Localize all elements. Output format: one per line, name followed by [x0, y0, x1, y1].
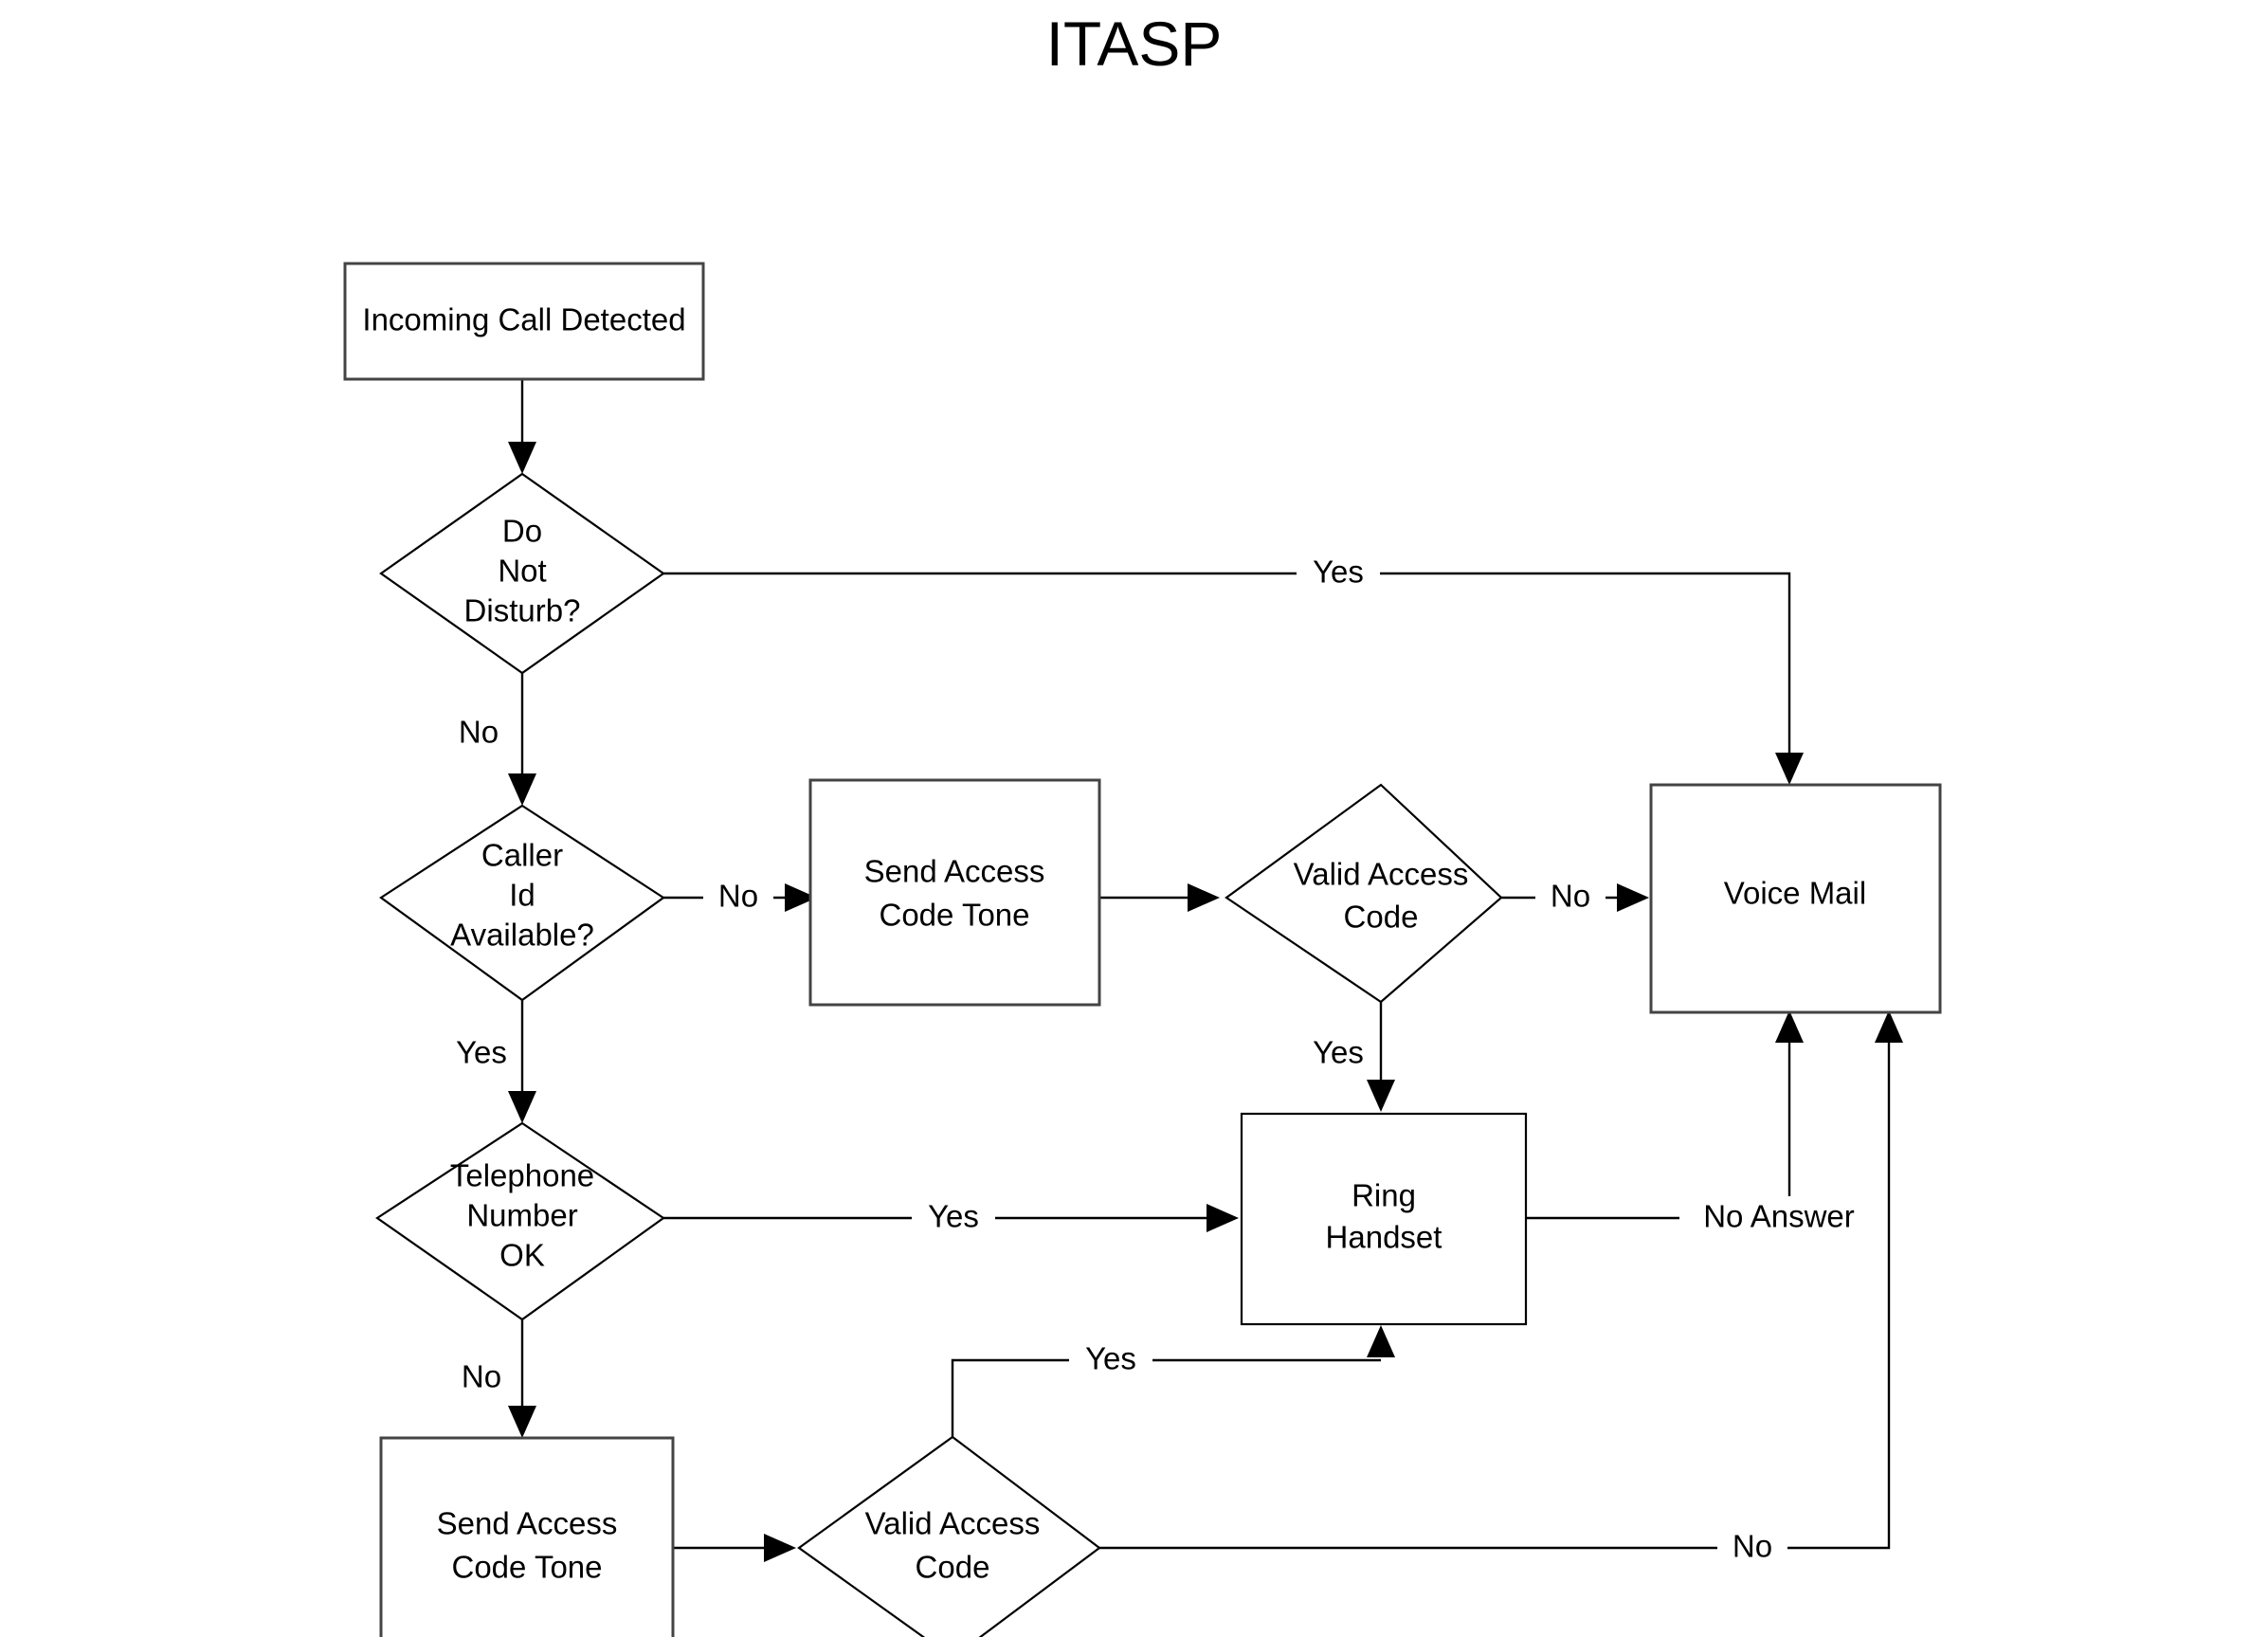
- edge-label-telok-no: No: [462, 1359, 501, 1394]
- edge-label-callerid-yes: Yes: [456, 1035, 507, 1070]
- page-title: ITASP: [1045, 9, 1223, 79]
- node-label-voicemail: Voice Mail: [1724, 876, 1866, 911]
- edge-telok-no-to-sendtonebottom: No: [462, 1319, 536, 1438]
- node-label-sendtonebottom-2: Code Tone: [451, 1550, 602, 1585]
- node-valid-access-code-mid[interactable]: Valid Access Code: [1225, 783, 1503, 1004]
- node-label-dnd-2: Not: [498, 554, 546, 589]
- node-label-telok-1: Telephone: [450, 1158, 594, 1193]
- node-label-callerid-1: Caller: [481, 838, 563, 873]
- edge-label-dnd-yes: Yes: [1313, 555, 1364, 590]
- node-incoming-call-detected[interactable]: Incoming Call Detected: [343, 262, 705, 381]
- node-telephone-number-ok[interactable]: Telephone Number OK: [375, 1121, 665, 1321]
- edge-label-ring-no-answer: No Answer: [1703, 1199, 1855, 1234]
- node-label-validbottom-1: Valid Access: [865, 1506, 1041, 1541]
- node-label-dnd-1: Do: [502, 514, 542, 549]
- node-ring-handset[interactable]: Ring Handset: [1240, 1112, 1528, 1326]
- edge-label-bg: [1535, 876, 1606, 919]
- edge-sendtonemid-to-validmid: [1099, 883, 1220, 912]
- edge-label-validmid-no: No: [1551, 879, 1590, 914]
- edge-validmid-yes-to-ringhandset: Yes: [1313, 1002, 1395, 1112]
- node-label-sendtonebottom-1: Send Access: [437, 1506, 618, 1541]
- node-label-sendtonemid-1: Send Access: [864, 854, 1045, 889]
- node-send-access-code-tone-mid[interactable]: Send Access Code Tone: [808, 778, 1101, 1007]
- edge-label-telok-yes: Yes: [928, 1199, 979, 1234]
- edge-label-validmid-yes: Yes: [1313, 1035, 1364, 1070]
- edge-ringhandset-noanswer-to-voicemail: No Answer: [1526, 1010, 1878, 1240]
- edge-label-dnd-no: No: [459, 715, 499, 750]
- node-label-sendtonemid-2: Code Tone: [879, 898, 1029, 933]
- edge-label-bg: [1679, 1196, 1878, 1240]
- edge-telok-yes-to-ringhandset: Yes: [663, 1196, 1239, 1240]
- node-label-incoming-call: Incoming Call Detected: [362, 302, 685, 337]
- node-label-dnd-3: Disturb?: [464, 593, 581, 628]
- node-voice-mail[interactable]: Voice Mail: [1649, 783, 1942, 1014]
- edge-label-bg: [703, 876, 773, 919]
- edge-label-validbottom-yes: Yes: [1085, 1341, 1136, 1376]
- edge-label-bg: [1297, 552, 1380, 595]
- node-send-access-code-tone-bottom[interactable]: Send Access Code Tone: [379, 1436, 675, 1637]
- node-label-validmid-1: Valid Access: [1294, 857, 1469, 892]
- edge-callerid-no-to-sendtone: No: [663, 876, 817, 919]
- node-label-telok-2: Number: [466, 1198, 577, 1233]
- edge-sendtonebottom-to-validbottom: [673, 1534, 796, 1562]
- node-label-callerid-3: Available?: [450, 918, 594, 953]
- node-label-validbottom-2: Code: [916, 1550, 990, 1585]
- edge-validbottom-no-to-voicemail: No: [1099, 1010, 1903, 1570]
- edge-validmid-no-to-voicemail: No: [1501, 876, 1649, 919]
- edge-label-bg: [1069, 1338, 1152, 1382]
- edge-label-bg: [1717, 1526, 1787, 1570]
- node-caller-id-available[interactable]: Caller Id Available?: [379, 804, 665, 1002]
- node-valid-access-code-bottom[interactable]: Valid Access Code: [797, 1435, 1101, 1637]
- node-label-telok-3: OK: [499, 1238, 545, 1273]
- edge-label-validbottom-no: No: [1733, 1529, 1772, 1564]
- node-do-not-disturb[interactable]: Do Not Disturb?: [379, 472, 665, 675]
- node-label-callerid-2: Id: [509, 878, 535, 913]
- edge-label-bg: [912, 1196, 995, 1240]
- edge-label-callerid-no: No: [718, 879, 758, 914]
- node-label-ringhandset-1: Ring: [1352, 1178, 1416, 1213]
- edge-callerid-yes-to-telok: Yes: [456, 1000, 536, 1123]
- edge-dnd-yes-to-voicemail: Yes: [663, 552, 1804, 785]
- edge-dnd-no-to-callerid: No: [459, 673, 536, 806]
- edge-incoming-to-dnd: [508, 379, 536, 474]
- node-label-ringhandset-2: Handset: [1326, 1220, 1442, 1255]
- node-label-validmid-2: Code: [1344, 900, 1419, 935]
- edge-validbottom-yes-to-ringhandset: Yes: [951, 1325, 1395, 1479]
